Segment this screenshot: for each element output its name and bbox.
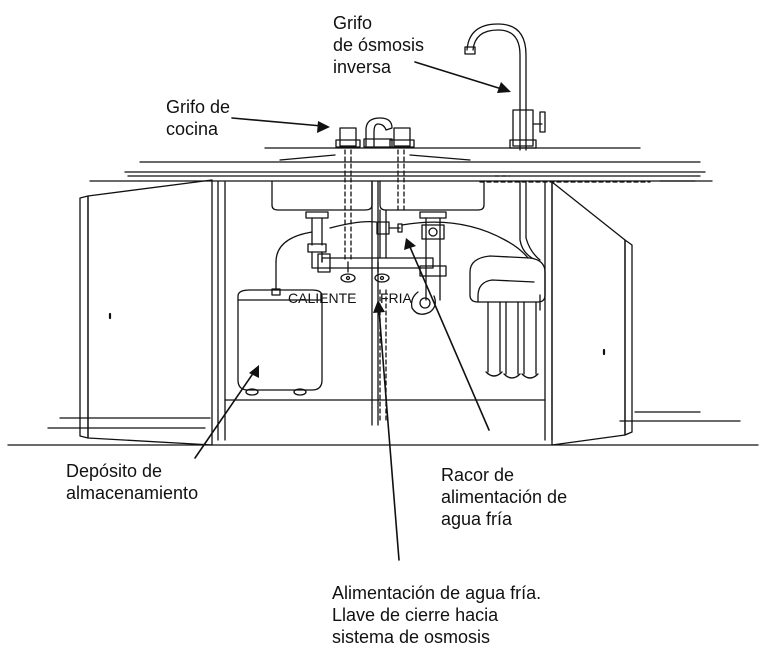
label-ro-faucet: Grifo de ósmosis inversa	[333, 13, 425, 77]
right-cabinet-door	[551, 181, 633, 446]
ro-faucet	[464, 23, 546, 151]
feed-adapter	[376, 209, 403, 259]
ro-filter-unit	[469, 255, 546, 379]
arrowheads	[249, 82, 511, 378]
tubing	[275, 181, 541, 291]
label-hot: CALIENTE	[288, 290, 357, 306]
kitchen-faucet	[335, 117, 415, 148]
label-shutoff-valve: Alimentación de agua fría. Llave de cier…	[332, 583, 542, 647]
dashed-lines	[344, 149, 651, 421]
left-cabinet-door	[79, 179, 213, 446]
cabinet-frame	[217, 181, 553, 441]
leader-lines	[194, 61, 506, 561]
sink-basins	[271, 180, 485, 211]
label-feed-adapter: Racor de alimentación de agua fría	[441, 465, 568, 529]
floor-lines	[7, 399, 759, 446]
label-cold: FRIA	[380, 290, 412, 306]
countertop	[89, 147, 713, 182]
label-storage-tank: Depósito de almacenamiento	[66, 461, 199, 503]
shutoff-valves	[340, 261, 390, 283]
label-kitchen-faucet: Grifo de cocina	[166, 97, 231, 139]
